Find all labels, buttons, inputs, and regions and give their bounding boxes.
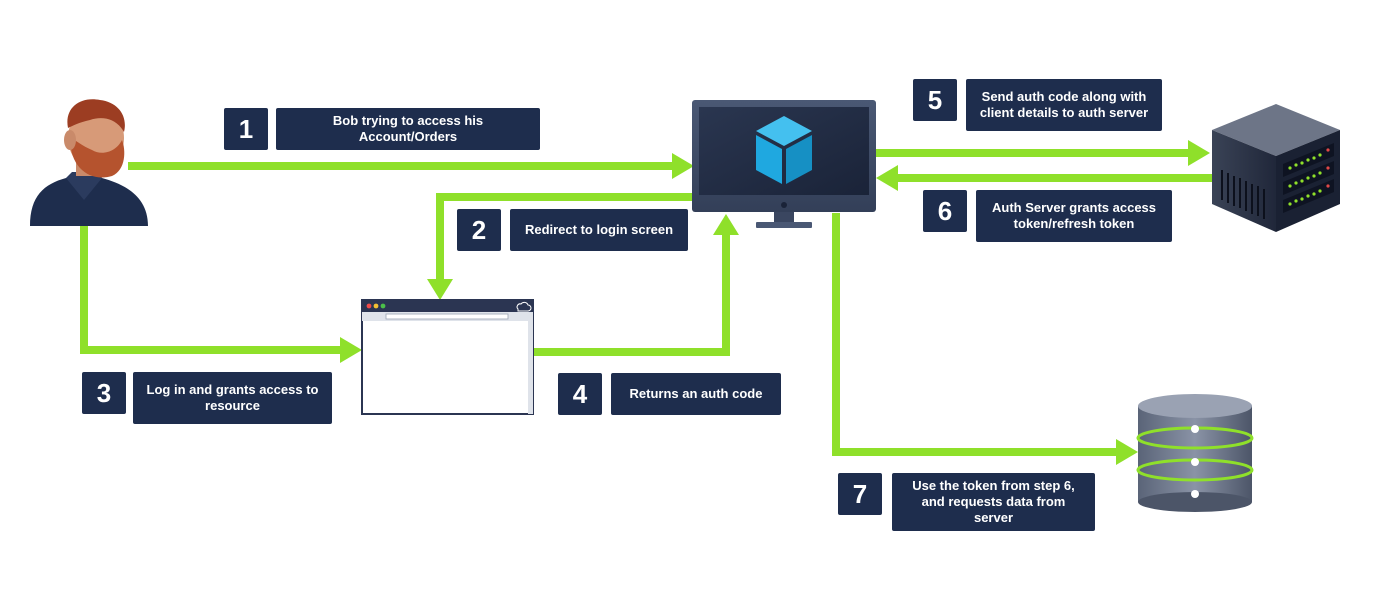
user-avatar-icon — [30, 99, 148, 226]
step-7-number: 7 — [838, 473, 882, 515]
arrow-step-4 — [533, 214, 739, 356]
arrow-step-3 — [80, 226, 362, 363]
arrow-step-1 — [128, 153, 694, 179]
step-4-number: 4 — [558, 373, 602, 415]
arrow-step-5 — [876, 140, 1210, 166]
step-4-label: Returns an auth code — [611, 373, 781, 415]
step-1-number: 1 — [224, 108, 268, 150]
step-7-label: Use the token from step 6, and requests … — [892, 473, 1095, 531]
step-6-label: Auth Server grants access token/refresh … — [976, 190, 1172, 242]
step-3-number: 3 — [82, 372, 126, 414]
step-1-label: Bob trying to access his Account/Orders — [276, 108, 540, 150]
step-2-label: Redirect to login screen — [510, 209, 688, 251]
step-6-number: 6 — [923, 190, 967, 232]
step-3-label: Log in and grants access to resource — [133, 372, 332, 424]
step-5-number: 5 — [913, 79, 957, 121]
cube-logo-icon — [756, 116, 812, 184]
arrow-step-7 — [832, 213, 1138, 465]
database-icon — [1136, 394, 1254, 512]
monitor-icon — [692, 100, 876, 228]
flow-arrows — [80, 140, 1212, 465]
server-rack-icon — [1212, 104, 1340, 232]
arrow-step-2 — [427, 193, 694, 300]
step-5-label: Send auth code along with client details… — [966, 79, 1162, 131]
arrow-step-6 — [876, 165, 1212, 191]
browser-window-icon — [361, 299, 534, 415]
step-2-number: 2 — [457, 209, 501, 251]
